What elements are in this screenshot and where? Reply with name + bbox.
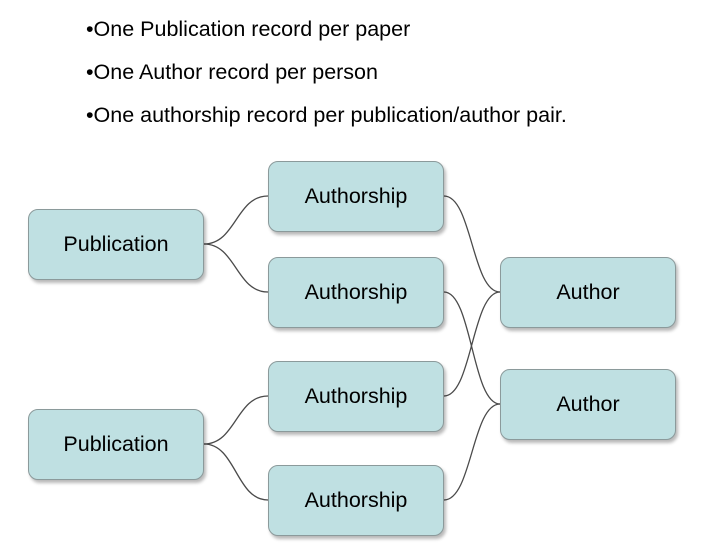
connector-authorship-2-author-2 xyxy=(443,291,501,405)
author-node: Author xyxy=(500,257,676,328)
connector-publication-2-authorship-3 xyxy=(203,395,269,445)
authorship-node: Authorship xyxy=(268,161,444,232)
publication-node: Publication xyxy=(28,209,204,280)
bullet-item: One Publication record per paper xyxy=(86,14,567,57)
publication-node: Publication xyxy=(28,409,204,480)
connector-publication-2-authorship-4 xyxy=(203,443,269,501)
connector-authorship-1-author-1 xyxy=(443,195,501,293)
connector-publication-1-authorship-2 xyxy=(203,243,269,293)
authorship-node: Authorship xyxy=(268,257,444,328)
connector-publication-1-authorship-1 xyxy=(203,195,269,245)
authorship-node: Authorship xyxy=(268,361,444,432)
bullet-item: One Author record per person xyxy=(86,57,567,100)
author-node: Author xyxy=(500,369,676,440)
bullet-item: One authorship record per publication/au… xyxy=(86,100,567,143)
authorship-node: Authorship xyxy=(268,465,444,536)
bullet-list: One Publication record per paper One Aut… xyxy=(86,14,567,143)
connector-authorship-3-author-1 xyxy=(443,291,501,397)
connector-authorship-4-author-2 xyxy=(443,403,501,501)
